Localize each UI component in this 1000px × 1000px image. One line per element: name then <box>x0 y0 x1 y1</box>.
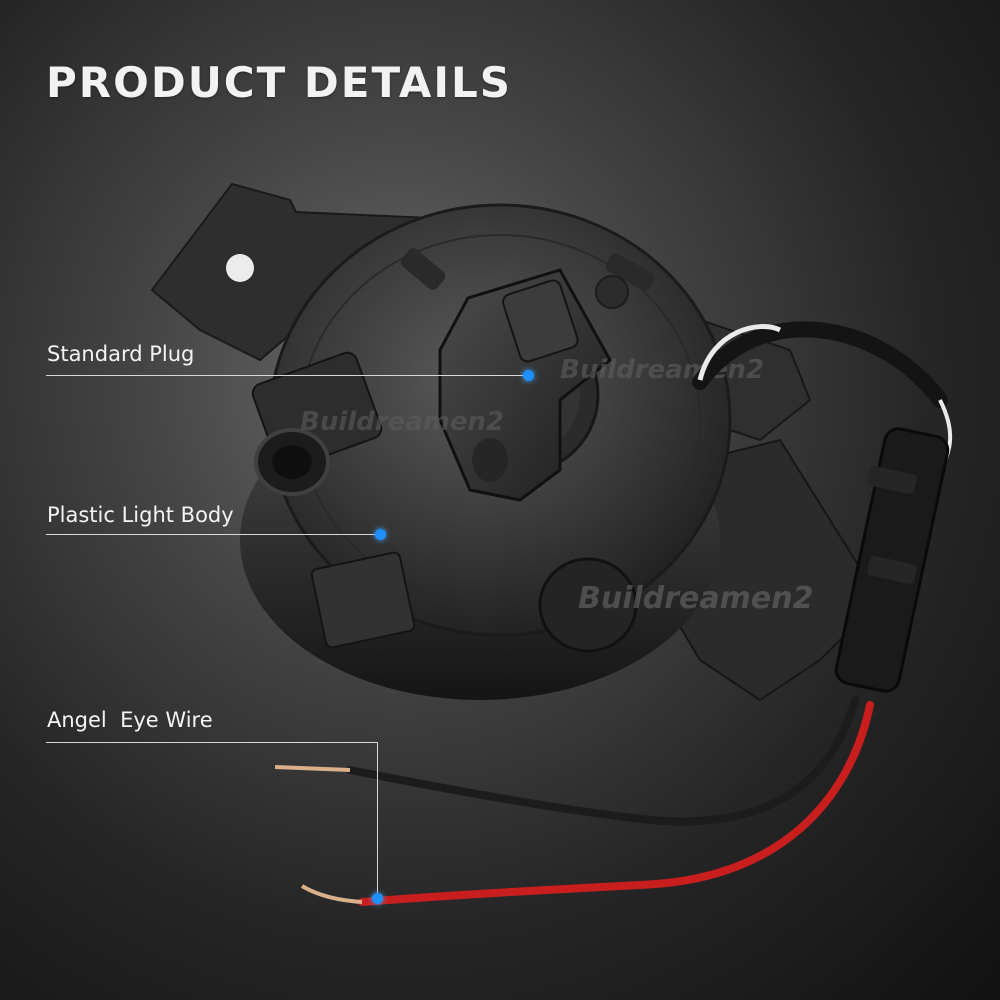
callout-label-plastic-light-body: Plastic Light Body <box>47 503 234 527</box>
page-title: PRODUCT DETAILS <box>46 58 512 107</box>
blue-dot-icon <box>375 529 386 540</box>
watermark-text: Buildreamen2 <box>300 407 504 437</box>
lower-tab <box>310 551 416 649</box>
lower-cap <box>538 557 638 653</box>
rib-slot <box>605 253 655 291</box>
watermark-text: Buildreamen2 <box>578 581 814 616</box>
callout-line <box>377 742 378 898</box>
callout-line <box>46 742 378 743</box>
red-wire <box>358 701 874 906</box>
callout-line <box>46 534 380 535</box>
black-wire <box>346 696 859 826</box>
blue-dot-icon <box>372 893 383 904</box>
white-wire <box>697 324 782 381</box>
callout-line <box>46 375 528 376</box>
callout-label-angel-eye-wire: Angel Eye Wire <box>47 708 213 732</box>
copper-tip <box>300 884 363 904</box>
vent-cap <box>595 275 629 309</box>
blue-dot-icon <box>523 370 534 381</box>
rib-slot <box>400 248 446 290</box>
main-cable <box>692 321 948 408</box>
bracket-hole <box>226 254 254 282</box>
copper-tip <box>274 765 351 772</box>
callout-label-standard-plug: Standard Plug <box>47 342 195 366</box>
